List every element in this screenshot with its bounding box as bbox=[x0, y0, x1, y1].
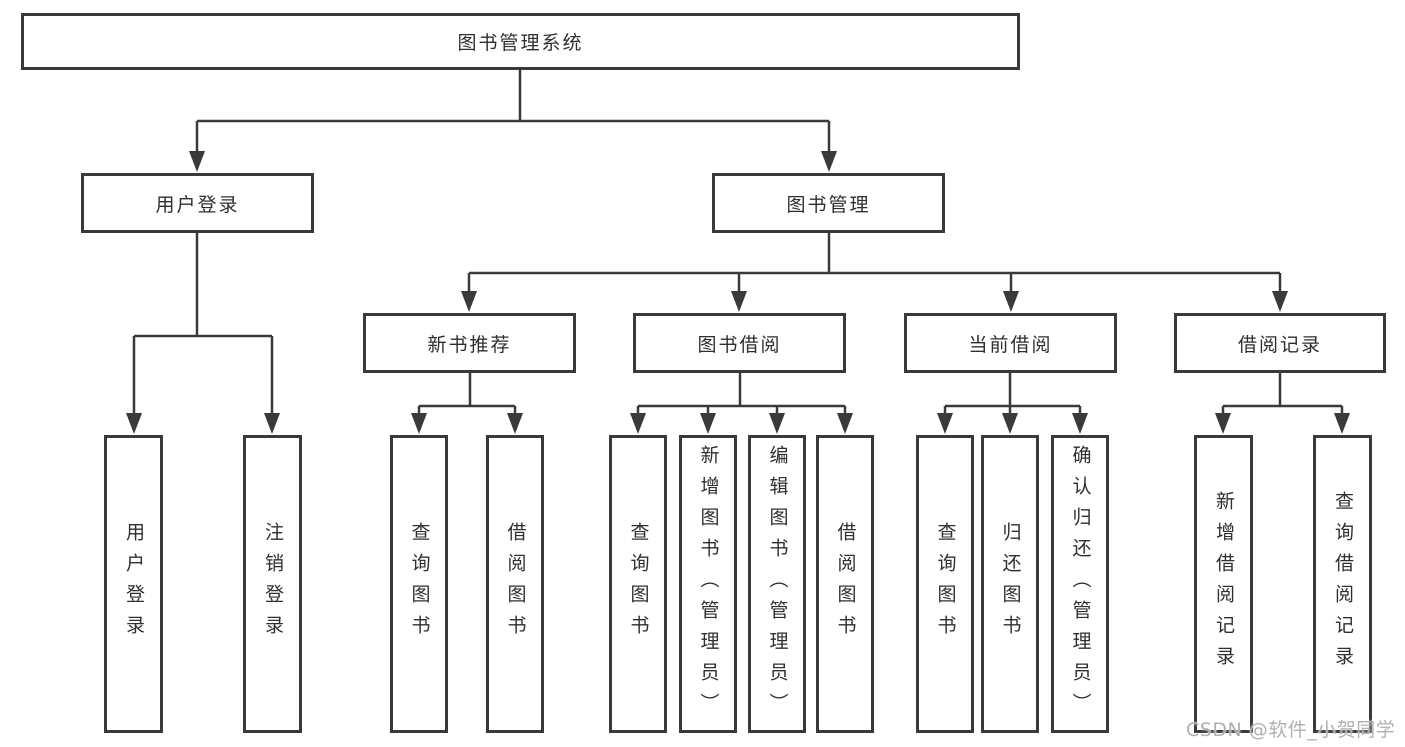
node-root-library-management-system: 图书管理系统 bbox=[21, 13, 1020, 70]
leaf-return-books: 归还图书 bbox=[981, 435, 1039, 733]
node-current-borrowing: 当前借阅 bbox=[904, 313, 1117, 373]
leaf-add-books-admin: 新增图书（管理员） bbox=[679, 435, 737, 733]
leaf-user-login: 用户登录 bbox=[104, 435, 163, 733]
leaf-add-borrowing-record: 新增借阅记录 bbox=[1194, 435, 1253, 733]
leaf-edit-books-admin: 编辑图书（管理员） bbox=[748, 435, 806, 733]
node-book-management: 图书管理 bbox=[712, 173, 945, 233]
leaf-borrow-books-recommend: 借阅图书 bbox=[486, 435, 544, 733]
leaf-logout: 注销登录 bbox=[243, 435, 302, 733]
leaf-search-books-borrowing: 查询图书 bbox=[609, 435, 667, 733]
node-user-login: 用户登录 bbox=[81, 173, 314, 233]
leaf-search-books-current: 查询图书 bbox=[916, 435, 974, 733]
node-borrowing-records: 借阅记录 bbox=[1174, 313, 1386, 373]
node-book-borrowing: 图书借阅 bbox=[633, 313, 846, 373]
leaf-search-borrowing-record: 查询借阅记录 bbox=[1313, 435, 1372, 733]
csdn-watermark: CSDN @软件_小贺同学 bbox=[1186, 719, 1396, 741]
node-new-book-recommendation: 新书推荐 bbox=[363, 313, 576, 373]
leaf-search-books-recommend: 查询图书 bbox=[390, 435, 448, 733]
leaf-borrow-books: 借阅图书 bbox=[816, 435, 874, 733]
leaf-confirm-return-admin: 确认归还（管理员） bbox=[1051, 435, 1109, 733]
